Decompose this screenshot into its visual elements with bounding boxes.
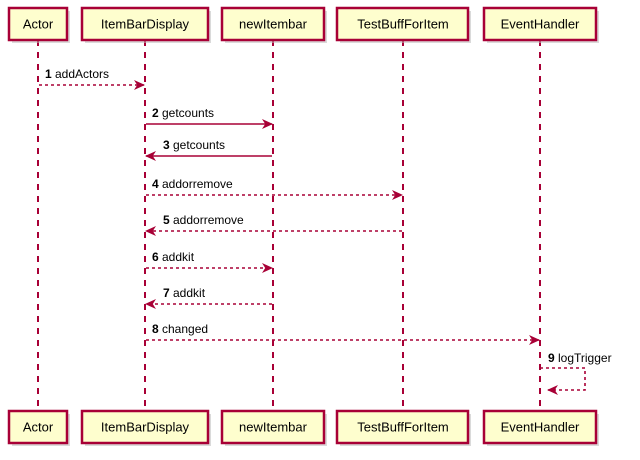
participant-box bbox=[220, 6, 326, 42]
participant-bottom-testbuffforitem[interactable]: TestBuffForItem bbox=[335, 409, 471, 446]
participant-label: Actor bbox=[23, 16, 54, 31]
message-number: 4 bbox=[152, 177, 159, 191]
participant-label: newItembar bbox=[239, 419, 308, 434]
participant-top-newitembar[interactable]: newItembar bbox=[220, 6, 327, 43]
participant-top-itembardisplay[interactable]: ItemBarDisplay bbox=[80, 6, 211, 43]
participant-label: EventHandler bbox=[501, 419, 580, 434]
participant-bottom-itembardisplay[interactable]: ItemBarDisplay bbox=[80, 409, 211, 446]
participant-boxes-layer: ActorActorItemBarDisplayItemBarDisplayne… bbox=[7, 6, 599, 446]
message-label: addkit bbox=[162, 250, 195, 264]
participant-label: ItemBarDisplay bbox=[101, 419, 190, 434]
message-number: 2 bbox=[152, 106, 159, 120]
participant-box bbox=[80, 409, 210, 445]
message-label: addorremove bbox=[162, 177, 233, 191]
message-label: logTrigger bbox=[558, 351, 612, 365]
participant-top-actor[interactable]: Actor bbox=[7, 6, 70, 43]
message-label: getcounts bbox=[173, 138, 225, 152]
participant-box bbox=[7, 6, 69, 42]
participant-box bbox=[220, 409, 326, 445]
message-number: 3 bbox=[163, 138, 170, 152]
lifelines-layer bbox=[37, 40, 541, 411]
message-number: 9 bbox=[548, 351, 555, 365]
participant-label: Actor bbox=[23, 419, 54, 434]
participant-top-eventhandler[interactable]: EventHandler bbox=[482, 6, 599, 43]
participant-label: TestBuffForItem bbox=[357, 419, 449, 434]
participant-box bbox=[482, 6, 598, 42]
participant-box bbox=[335, 6, 470, 42]
message-label: getcounts bbox=[162, 106, 214, 120]
message-label: addkit bbox=[173, 286, 206, 300]
participant-bottom-newitembar[interactable]: newItembar bbox=[220, 409, 327, 446]
participant-label: EventHandler bbox=[501, 16, 580, 31]
message-number: 6 bbox=[152, 250, 159, 264]
participant-label: TestBuffForItem bbox=[357, 16, 449, 31]
message-number: 5 bbox=[163, 213, 170, 227]
message-label: changed bbox=[162, 322, 208, 336]
participant-label: newItembar bbox=[239, 16, 308, 31]
participant-label: ItemBarDisplay bbox=[101, 16, 190, 31]
participant-box bbox=[335, 409, 470, 445]
participant-box bbox=[7, 409, 69, 445]
message-label: addorremove bbox=[173, 213, 244, 227]
message-number: 1 bbox=[45, 67, 52, 81]
message-number: 7 bbox=[163, 286, 170, 300]
participant-bottom-eventhandler[interactable]: EventHandler bbox=[482, 409, 599, 446]
message-self-loop bbox=[540, 367, 586, 395]
message-number: 8 bbox=[152, 322, 159, 336]
participant-bottom-actor[interactable]: Actor bbox=[7, 409, 70, 446]
participant-box bbox=[482, 409, 598, 445]
participant-top-testbuffforitem[interactable]: TestBuffForItem bbox=[335, 6, 471, 43]
message-label: addActors bbox=[55, 67, 109, 81]
participant-box bbox=[80, 6, 210, 42]
